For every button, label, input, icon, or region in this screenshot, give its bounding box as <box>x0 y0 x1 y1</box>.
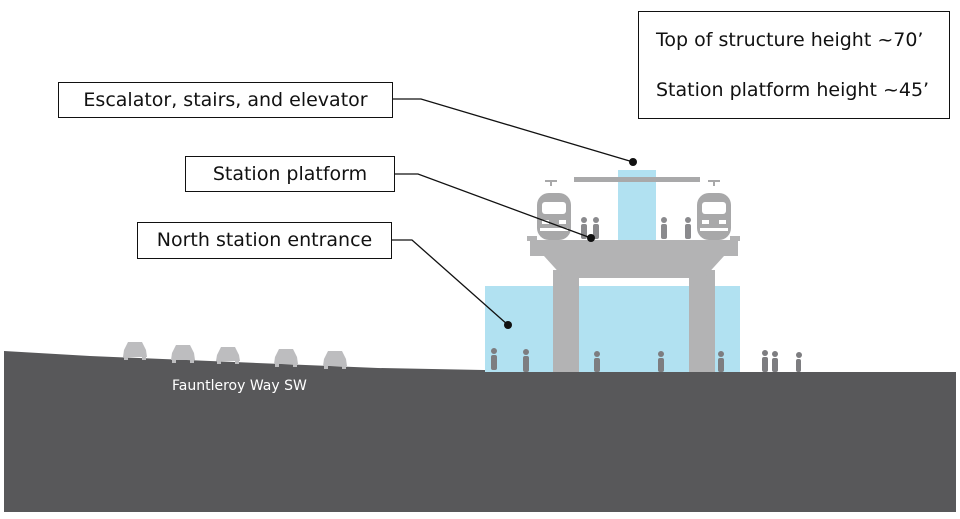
station-platform-deck <box>530 240 738 278</box>
height-legend: Top of structure height ~70’ Station pla… <box>638 11 950 119</box>
car <box>323 351 347 369</box>
car <box>216 347 240 364</box>
callout-escalator-stairs-elevator: Escalator, stairs, and elevator <box>58 82 393 118</box>
train-right <box>697 180 731 240</box>
leader-entrance-dot <box>504 321 512 329</box>
people-on-platform <box>581 217 691 239</box>
canopy-roof <box>574 177 700 182</box>
platform-height-text: Station platform height ~45’ <box>656 79 930 101</box>
column-left <box>553 270 579 372</box>
platform-rail-right <box>730 236 740 241</box>
ground <box>4 351 956 512</box>
leader-platform-dot <box>587 234 595 242</box>
leader-escalator <box>393 98 634 163</box>
structure-height-text: Top of structure height ~70’ <box>656 29 924 51</box>
leader-entrance <box>392 239 509 326</box>
car <box>171 345 195 363</box>
callout-north-station-entrance: North station entrance <box>137 222 392 259</box>
car <box>123 342 147 360</box>
callout-station-platform: Station platform <box>185 156 395 192</box>
car <box>274 349 298 367</box>
street-label: Fauntleroy Way SW <box>172 378 307 394</box>
people-on-ground <box>491 348 802 372</box>
cars <box>123 342 347 369</box>
column-right <box>689 270 715 372</box>
leader-platform <box>395 173 592 239</box>
train-left <box>537 180 571 240</box>
leader-escalator-dot <box>629 158 637 166</box>
platform-rail-left <box>527 236 537 241</box>
